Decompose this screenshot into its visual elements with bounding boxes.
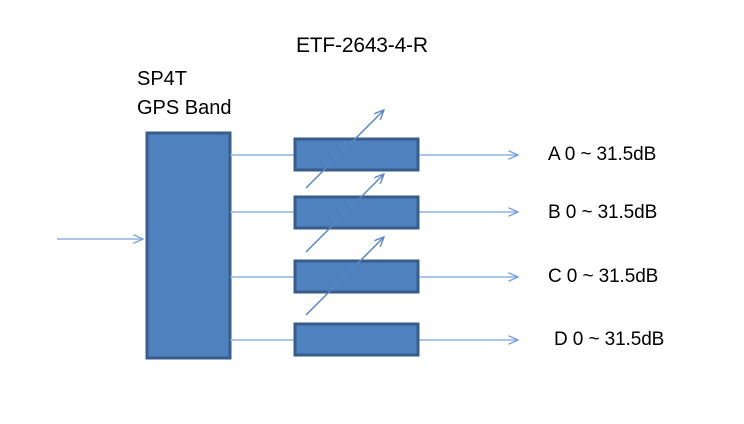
sp4t-switch-block[interactable]	[145, 131, 232, 360]
diagram-title: ETF-2643-4-R	[296, 34, 428, 57]
attenuator-block-c[interactable]	[293, 259, 420, 294]
output-label-c: C 0 ~ 31.5dB	[548, 266, 659, 287]
variable-attenuator-arrow-icon-b	[305, 174, 384, 253]
sp4t-switch-band-label: GPS Band	[137, 97, 232, 119]
sp4t-switch-name-label: SP4T	[137, 68, 188, 90]
attenuator-block-d[interactable]	[293, 322, 420, 357]
output-label-d: D 0 ~ 31.5dB	[554, 329, 665, 350]
output-label-b: B 0 ~ 31.5dB	[548, 202, 658, 223]
variable-attenuator-arrow-icon-c	[305, 237, 384, 316]
output-label-a: A 0 ~ 31.5dB	[548, 144, 657, 165]
variable-attenuator-arrow-icon-a	[305, 110, 384, 189]
attenuator-block-a[interactable]	[293, 137, 420, 172]
